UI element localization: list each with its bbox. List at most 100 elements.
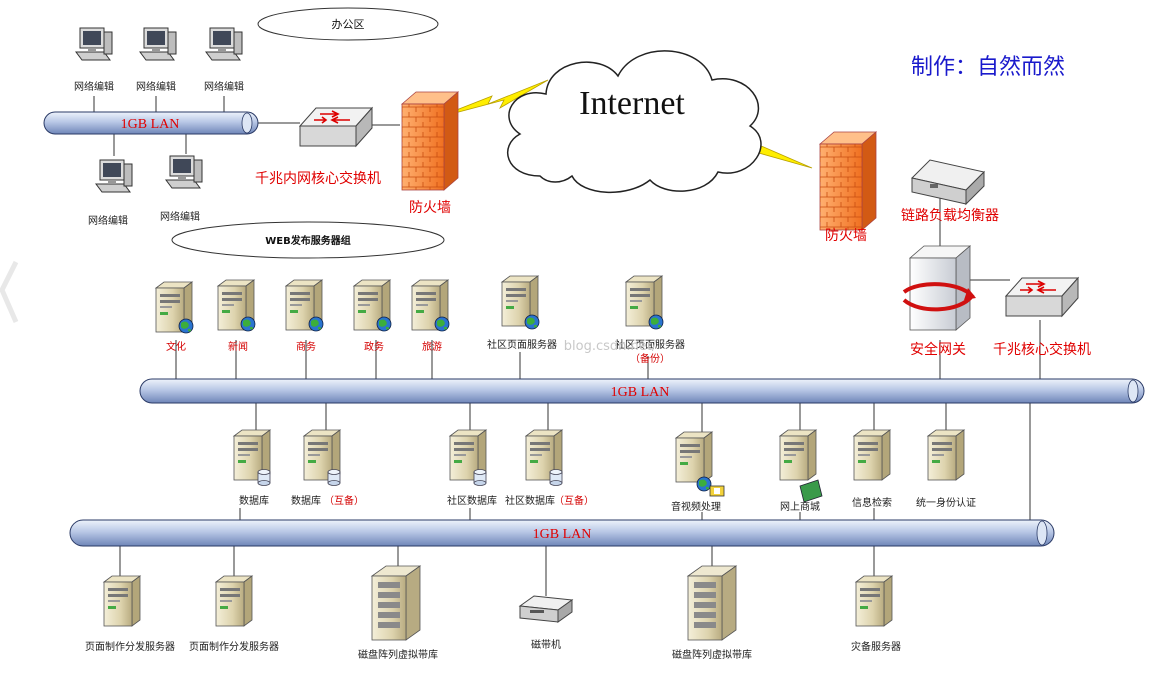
office-pc-5: 网络编辑 <box>160 155 203 223</box>
community-database-server-backup-label: 社区数据库 <box>505 494 555 507</box>
computer-icon <box>75 27 113 61</box>
web-server-culture: 文化 <box>155 281 194 353</box>
internet-label: Internet <box>579 85 685 122</box>
web-server-culture-label: 文化 <box>166 340 186 353</box>
server-icon <box>675 431 713 483</box>
link-lines <box>93 96 1041 596</box>
load-balancer: 链路负载均衡器 <box>901 159 999 224</box>
storage-cabinet-icon <box>371 565 421 641</box>
community-page-server-backup-note: （备份） <box>630 352 670 365</box>
web-group-label: WEB发布服务器组 <box>265 234 350 247</box>
globe-icon <box>524 314 540 330</box>
online-shop-server: 网上商城 <box>779 429 823 513</box>
firewall-icon <box>401 91 459 191</box>
office-pc-1-label: 网络编辑 <box>74 80 114 93</box>
office-pc-1: 网络编辑 <box>74 27 114 93</box>
computer-icon <box>95 159 133 193</box>
lightning-bolt-left-icon <box>435 79 549 119</box>
server-icon <box>215 575 253 627</box>
database-icon <box>473 469 487 486</box>
office-pc-4: 网络编辑 <box>88 159 133 227</box>
info-search-server: 信息检索 <box>852 429 892 509</box>
firewall-right: 防火墙 <box>819 131 877 244</box>
web-server-business-label: 商务 <box>296 340 316 353</box>
av-processing-server: 音视频处理 <box>671 431 725 513</box>
office-pc-3: 网络编辑 <box>204 27 244 93</box>
globe-icon <box>308 316 324 332</box>
office-core-switch-label: 千兆内网核心交换机 <box>255 170 381 187</box>
community-page-server-label: 社区页面服务器 <box>487 338 557 351</box>
community-database-server-label: 社区数据库 <box>447 494 497 507</box>
globe-icon <box>178 318 194 334</box>
office-lan-bar: 1GB LAN <box>43 111 259 135</box>
server-icon <box>927 429 965 481</box>
core-switch-label: 千兆核心交换机 <box>993 341 1091 358</box>
database-server: 数据库 <box>233 429 271 507</box>
firewall-left-label: 防火墙 <box>409 200 451 216</box>
globe-icon <box>240 316 256 332</box>
nav-chevron-icon <box>0 260 19 324</box>
web-server-government: 政务 <box>353 279 392 353</box>
community-database-server: 社区数据库 <box>447 429 497 507</box>
storage-lan-label: 1GB LAN <box>533 527 592 542</box>
database-server-label: 数据库 <box>239 494 269 507</box>
disaster-recovery-server: 灾备服务器 <box>851 575 901 653</box>
raid-virtual-tape-library-1: 磁盘阵列虚拟带库 <box>358 565 438 661</box>
switch-icon <box>299 107 373 147</box>
office-zone-label: 办公区 <box>332 18 365 31</box>
security-gateway-icon <box>902 245 976 331</box>
internet-cloud-icon <box>506 50 762 193</box>
database-icon <box>327 469 341 486</box>
office-lan-label: 1GB LAN <box>121 117 180 132</box>
office-pc-4-label: 网络编辑 <box>88 214 128 227</box>
disaster-recovery-server-label: 灾备服务器 <box>851 640 901 653</box>
web-server-tourism: 旅游 <box>411 279 450 353</box>
community-page-server: 社区页面服务器 <box>487 275 557 351</box>
web-server-news-label: 新闻 <box>228 340 248 353</box>
web-group-ellipse <box>171 221 445 259</box>
server-icon <box>855 575 893 627</box>
author-credit: 制作：自然而然 <box>911 55 1065 80</box>
globe-icon <box>696 476 712 492</box>
office-pc-3-label: 网络编辑 <box>204 80 244 93</box>
office-zone-ellipse <box>257 7 439 41</box>
office-pc-5-label: 网络编辑 <box>160 210 200 223</box>
main-lan-bar: 1GB LAN <box>139 378 1145 404</box>
globe-icon <box>434 316 450 332</box>
raid-virtual-tape-library-1-label: 磁盘阵列虚拟带库 <box>358 648 438 661</box>
storage-lan-bar: 1GB LAN <box>69 519 1055 547</box>
tape-drive: 磁带机 <box>518 595 574 651</box>
core-switch: 千兆核心交换机 <box>993 277 1091 358</box>
raid-virtual-tape-library-2: 磁盘阵列虚拟带库 <box>672 565 752 661</box>
info-search-server-label: 信息检索 <box>852 496 892 509</box>
tape-drive-icon <box>518 595 574 623</box>
firewall-right-label: 防火墙 <box>825 228 867 244</box>
database-server-backup-note: （互备） <box>324 494 364 507</box>
shop-icon <box>799 479 823 503</box>
page-distribution-server-1-label: 页面制作分发服务器 <box>85 640 175 653</box>
tape-drive-label: 磁带机 <box>531 638 561 651</box>
web-server-business: 商务 <box>285 279 324 353</box>
web-server-news: 新闻 <box>217 279 256 353</box>
firewall-icon <box>819 131 877 231</box>
web-server-tourism-label: 旅游 <box>422 340 442 353</box>
firewall-left: 防火墙 <box>401 91 459 216</box>
community-page-server-backup-label: 社区页面服务器 <box>615 338 685 351</box>
load-balancer-label: 链路负载均衡器 <box>901 208 999 224</box>
identity-auth-server: 统一身份认证 <box>916 429 976 509</box>
web-server-government-label: 政务 <box>364 340 384 353</box>
office-pc-2: 网络编辑 <box>136 27 177 93</box>
office-core-switch: 千兆内网核心交换机 <box>255 107 381 187</box>
page-distribution-server-2: 页面制作分发服务器 <box>189 575 279 653</box>
security-gateway-label: 安全网关 <box>910 341 966 358</box>
load-balancer-icon <box>911 159 985 206</box>
database-server-backup-label: 数据库 <box>291 494 321 507</box>
media-icon <box>709 485 725 497</box>
server-icon <box>779 429 817 481</box>
storage-cabinet-icon <box>687 565 737 641</box>
globe-icon <box>376 316 392 332</box>
security-gateway: 安全网关 <box>902 245 976 358</box>
page-distribution-server-1: 页面制作分发服务器 <box>85 575 175 653</box>
